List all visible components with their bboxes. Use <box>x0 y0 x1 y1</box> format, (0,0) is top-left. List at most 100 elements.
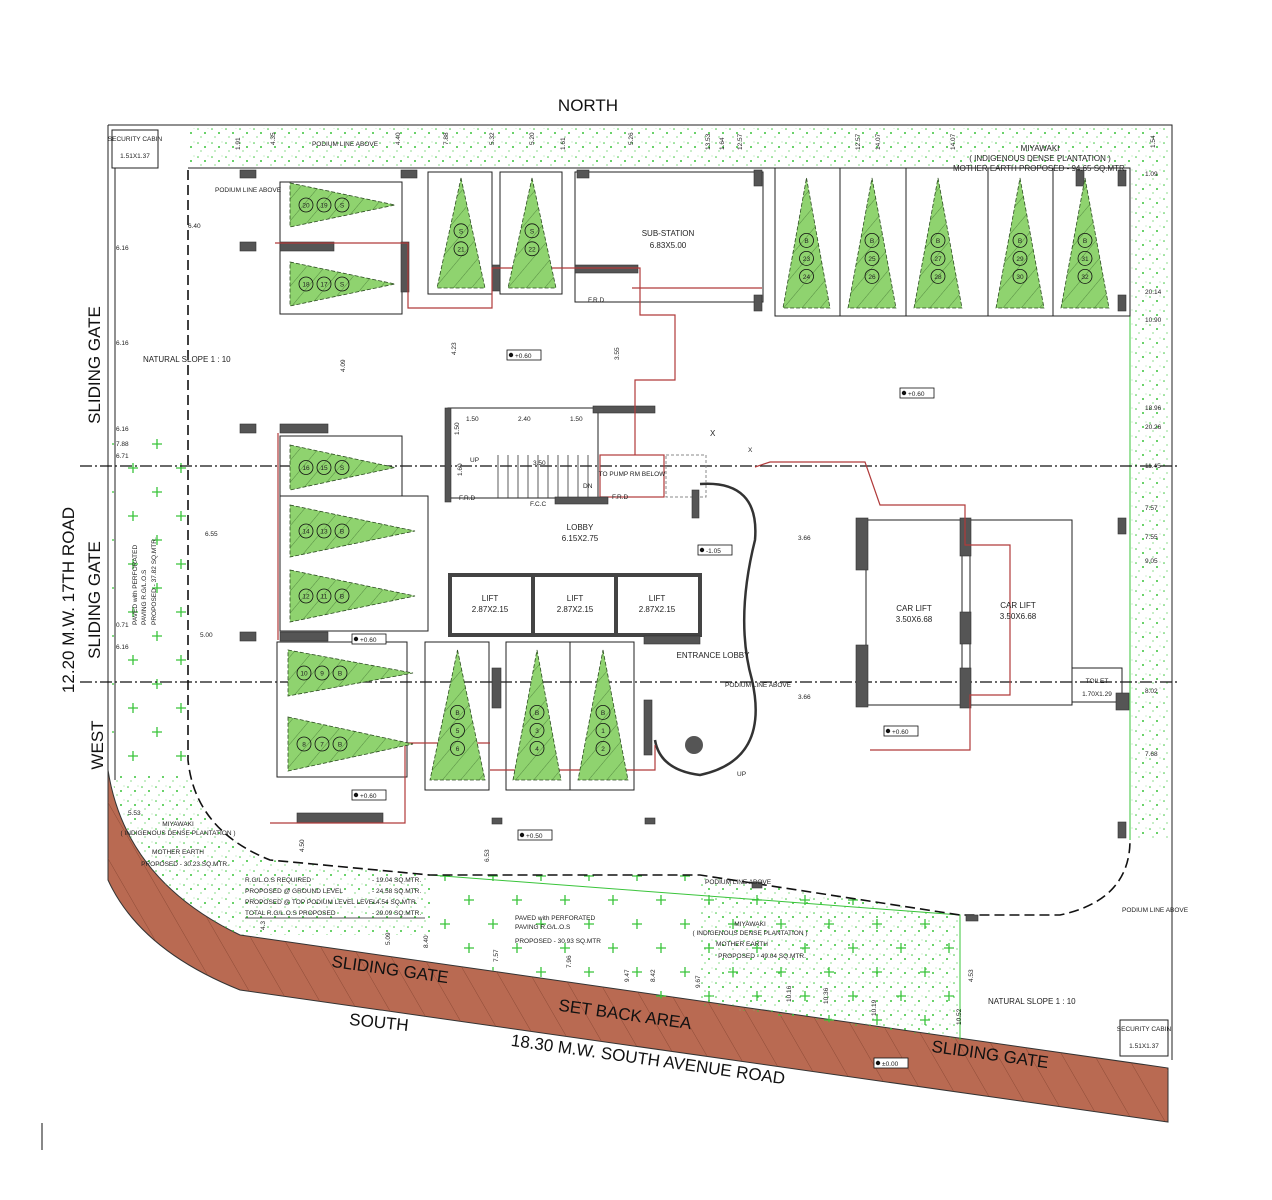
frd-label: F.R.D <box>588 297 605 304</box>
level-marker: +0.60 <box>899 387 935 399</box>
dimension-label: 5.32 <box>489 132 496 145</box>
sliding-gate-west-bottom: SLIDING GATE <box>85 541 104 659</box>
stall-number-circle <box>524 241 540 257</box>
miyawaki-south-title: MIYAWAKI <box>734 921 766 928</box>
stall-number: S <box>340 203 345 210</box>
stall-number: 28 <box>934 274 942 281</box>
level-marker-icon <box>353 792 359 798</box>
level-marker-icon <box>353 636 359 642</box>
stall-number-circle <box>450 723 465 738</box>
stall-number-circle <box>314 736 330 752</box>
level-value: ±0.00 <box>882 1061 899 1068</box>
dimension-label: 20.14 <box>1145 289 1162 296</box>
dimension-label: 1.50 <box>454 422 461 435</box>
car-lift-1-size: 3.50X6.68 <box>896 615 933 624</box>
parking-stall: S22 <box>507 177 557 289</box>
dimension-label: 5.26 <box>628 132 635 145</box>
stall-number: 8 <box>302 742 306 749</box>
miyawaki-south-area: PROPOSED - 49.04 SQ.MTR. <box>718 953 806 960</box>
stall-number: B <box>340 594 344 601</box>
stall-number-circle <box>316 460 332 475</box>
security-cabin-south: SECURITY CABIN 1.51X1.37 <box>1117 1019 1172 1057</box>
dimension-label: 1.50 <box>466 416 479 423</box>
level-marker: +0.60 <box>351 789 387 801</box>
fcc-label: F.C.C <box>530 501 547 508</box>
podium-line-note: PODIUM LINE ABOVE <box>312 141 379 148</box>
sliding-gate-west-top: SLIDING GATE <box>85 306 104 424</box>
stall-number: 11 <box>321 594 328 601</box>
podium-note-x: X <box>710 429 716 438</box>
setback-area <box>107 769 1169 1123</box>
stall-number-circle <box>1077 232 1093 248</box>
stall-number: 19 <box>320 203 328 210</box>
west-road-label: 12.20 M.W. 17TH ROAD <box>59 507 78 693</box>
stall-number-circle <box>334 588 350 604</box>
stall-number-circle <box>1077 268 1093 284</box>
miyawaki-north-area: MOTHER EARTH PROPOSED - 94.65 SQ.MTR. <box>953 164 1127 173</box>
level-marker-icon <box>508 352 514 358</box>
lobby-size: 6.15X2.75 <box>562 534 599 543</box>
dimension-label: 7.88 <box>116 441 129 448</box>
dimension-label: 1.91 <box>235 137 242 150</box>
stall-number-circle <box>334 460 350 475</box>
podium-line-note: PODIUM LINE ABOVE <box>705 879 772 886</box>
stall-number-circle <box>296 665 312 681</box>
dimension-label: 14.07 <box>875 133 882 150</box>
stall-number: 32 <box>1081 274 1089 281</box>
dimension-label: 3.50 <box>533 460 546 467</box>
stall-number: 17 <box>320 282 328 289</box>
stall-number: B <box>601 710 605 717</box>
stall-number-circle <box>1077 250 1093 266</box>
security-cabin-size: 1.51X1.37 <box>120 153 150 160</box>
dimension-label: 5.20 <box>529 132 536 145</box>
podium-line-note: PODIUM LINE ABOVE <box>1122 907 1189 914</box>
stall-number-circle <box>453 223 469 239</box>
stair-up-label: UP <box>470 457 479 464</box>
dimension-label: 7.55 <box>1145 534 1158 541</box>
stall-number: B <box>338 742 342 749</box>
paved-west-title: PAVED with PERFORATED <box>132 545 139 625</box>
stall-number: 10 <box>300 671 308 678</box>
dimension-label: 7.88 <box>443 132 450 145</box>
dimension-label: 18.96 <box>1145 405 1162 412</box>
stall-number: S <box>459 228 464 235</box>
miyawaki-north-sub: ( INDIGENOUS DENSE PLANTATION ) <box>969 154 1111 163</box>
dimension-label: 11.45 <box>1145 463 1161 470</box>
stall-number-circle <box>595 723 611 738</box>
stall-number-circle <box>298 460 314 475</box>
stall-number-circle <box>296 736 312 752</box>
stall-number-circle <box>1012 268 1028 284</box>
stall-number-circle <box>595 705 611 720</box>
lift-2-size: 2.87X2.15 <box>557 605 594 614</box>
toilet-size: 1.70X1.29 <box>1082 691 1112 698</box>
paved-west-note: PAVED with PERFORATED PAVING R.G/L.O.S P… <box>132 537 158 625</box>
stall-number: S <box>340 282 345 289</box>
stall-number-circle <box>524 223 540 239</box>
level-marker: ±0.00 <box>873 1057 909 1069</box>
level-marker-icon <box>885 728 891 734</box>
paved-south-area: PROPOSED - 30.93 SQ.MTR <box>515 938 601 945</box>
level-value: +0.60 <box>515 353 532 360</box>
rg-row-label: PROPOSED @ TOP PODIUM LEVEL LEVEL <box>245 899 377 906</box>
level-value: -1.05 <box>706 548 721 555</box>
dimension-label: 6.16 <box>116 340 129 347</box>
dimension-label: 9.05 <box>1145 558 1158 565</box>
dimension-label: 10.90 <box>1145 317 1162 324</box>
stall-number: 30 <box>1016 274 1024 281</box>
stall-number: 3 <box>535 728 539 735</box>
dimension-label: 8.02 <box>1145 688 1158 695</box>
dimension-label: 10.19 <box>871 999 878 1016</box>
dimension-label: 1.60 <box>457 463 464 476</box>
dimension-label: 4.50 <box>299 839 306 852</box>
stall-number-circle <box>930 250 946 266</box>
dimension-label: 4.40 <box>395 132 402 145</box>
stall-number: 24 <box>803 274 811 281</box>
miyawaki-west-area: PROPOSED - 30.23 SQ.MTR. <box>141 861 229 868</box>
